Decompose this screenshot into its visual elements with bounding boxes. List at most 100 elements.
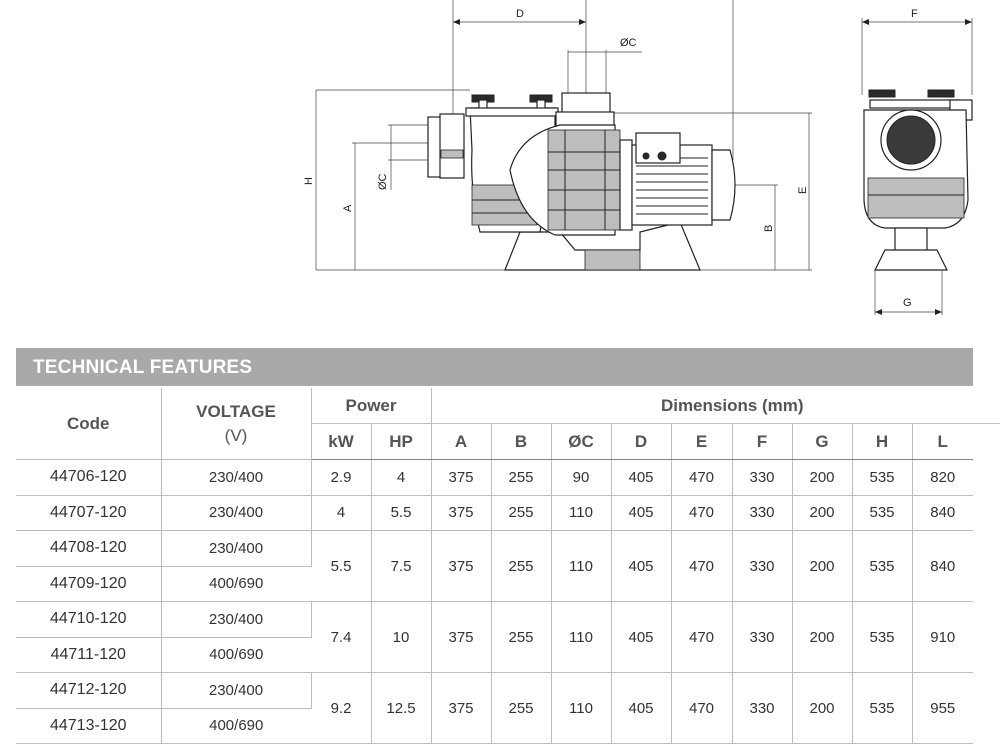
cell-dim-b: 255	[491, 459, 552, 496]
cell-voltage: 230/400	[161, 672, 312, 709]
cell-dim-a: 375	[431, 530, 492, 602]
table-row: 44710-120 230/400 7.4 10 375 255 110 405…	[16, 601, 1000, 673]
header-dim-c: ØC	[551, 423, 612, 460]
cell-dim-d: 405	[611, 495, 672, 531]
cell-dim-l: 820	[912, 459, 973, 496]
header-dim-a: A	[431, 423, 492, 460]
header-dim-l: L	[912, 423, 973, 460]
cell-dim-e: 470	[671, 601, 733, 673]
cell-hp: 10	[371, 601, 432, 673]
cell-dim-e: 470	[671, 459, 733, 496]
pump-front-view: F G	[861, 8, 973, 315]
cell-dim-c: 90	[551, 459, 612, 496]
header-dim-e: E	[671, 423, 733, 460]
header-dim-b: B	[491, 423, 552, 460]
cell-dim-e: 470	[671, 672, 733, 744]
cell-kw: 7.4	[311, 601, 372, 673]
cell-dim-h: 535	[852, 495, 913, 531]
cell-dim-g: 200	[792, 601, 853, 673]
dimension-c-top: ØC	[567, 37, 642, 95]
cell-kw: 9.2	[311, 672, 372, 744]
cell-kw: 2.9	[311, 459, 372, 496]
cell-voltage: 400/690	[161, 637, 311, 673]
header-hp: HP	[371, 423, 432, 460]
table-row: 44707-120 230/400 4 5.5 375 255 110 405 …	[16, 495, 1000, 531]
cell-dim-l: 910	[912, 601, 973, 673]
cell-voltage: 230/400	[161, 459, 312, 496]
cell-dim-a: 375	[431, 459, 492, 496]
cell-voltage: 400/690	[161, 708, 311, 744]
cell-dim-a: 375	[431, 601, 492, 673]
dim-label-f: F	[911, 8, 918, 20]
table-row: 44711-120 400/690	[16, 637, 1000, 673]
dim-label-b: B	[763, 225, 775, 232]
cell-dim-h: 535	[852, 530, 913, 602]
cell-dim-h: 535	[852, 672, 913, 744]
cell-dim-g: 200	[792, 459, 853, 496]
table-row: 44706-120 230/400 2.9 4 375 255 90 405 4…	[16, 459, 1000, 496]
cell-voltage: 400/690	[161, 566, 311, 602]
dim-label-e: E	[797, 187, 809, 194]
cell-dim-f: 330	[732, 495, 793, 531]
cell-hp: 5.5	[371, 495, 432, 531]
cell-dim-l: 840	[912, 530, 973, 602]
cell-dim-c: 110	[551, 530, 612, 602]
header-voltage: VOLTAGE (V)	[161, 388, 312, 460]
cell-code: 44708-120	[16, 530, 162, 567]
cell-voltage: 230/400	[161, 495, 312, 531]
cell-dim-h: 535	[852, 601, 913, 673]
cell-code: 44713-120	[16, 708, 162, 744]
cell-kw: 4	[311, 495, 372, 531]
cell-code: 44710-120	[16, 601, 162, 638]
cell-code: 44712-120	[16, 672, 162, 709]
cell-voltage: 230/400	[161, 601, 312, 638]
dimension-e: E	[600, 112, 812, 270]
cell-voltage: 230/400	[161, 530, 312, 567]
cell-dim-f: 330	[732, 672, 793, 744]
dimension-c-side: ØC	[377, 124, 430, 190]
cell-dim-b: 255	[491, 601, 552, 673]
header-power: Power	[311, 388, 432, 424]
table-row: 44712-120 230/400 9.2 12.5 375 255 110 4…	[16, 672, 1000, 744]
dim-label-d: D	[516, 8, 524, 20]
dim-label-g: G	[903, 297, 912, 309]
cell-dim-g: 200	[792, 672, 853, 744]
cell-dim-b: 255	[491, 495, 552, 531]
cell-code: 44706-120	[16, 459, 162, 496]
cell-dim-d: 405	[611, 672, 672, 744]
cell-dim-f: 330	[732, 601, 793, 673]
pump-side-view	[427, 92, 736, 271]
cell-dim-g: 200	[792, 495, 853, 531]
cell-dim-f: 330	[732, 459, 793, 496]
table-row: 44709-120 400/690	[16, 566, 1000, 602]
header-voltage-label: VOLTAGE	[196, 401, 276, 421]
dim-label-c-side: ØC	[377, 173, 389, 190]
cell-hp: 7.5	[371, 530, 432, 602]
dimension-b: B	[735, 184, 778, 270]
cell-dim-c: 110	[551, 672, 612, 744]
header-dim-h: H	[852, 423, 913, 460]
cell-dim-g: 200	[792, 530, 853, 602]
cell-code: 44709-120	[16, 566, 162, 602]
dim-label-h: H	[303, 177, 315, 185]
header-kw: kW	[311, 423, 372, 460]
header-dim-d: D	[611, 423, 672, 460]
table-row: 44708-120 230/400 5.5 7.5 375 255 110 40…	[16, 530, 1000, 602]
header-dim-f: F	[732, 423, 793, 460]
cell-dim-c: 110	[551, 601, 612, 673]
cell-dim-l: 955	[912, 672, 973, 744]
cell-dim-a: 375	[431, 672, 492, 744]
header-dimensions: Dimensions (mm)	[431, 388, 1000, 424]
table-row: 44713-120 400/690	[16, 708, 1000, 744]
dimension-h: H	[303, 89, 470, 270]
cell-code: 44707-120	[16, 495, 162, 531]
dimension-a: A	[342, 142, 430, 270]
cell-dim-e: 470	[671, 530, 733, 602]
dim-label-a: A	[342, 204, 354, 212]
cell-dim-l: 840	[912, 495, 973, 531]
cell-kw: 5.5	[311, 530, 372, 602]
cell-dim-d: 405	[611, 459, 672, 496]
dimension-d: D	[452, 0, 587, 120]
cell-dim-c: 110	[551, 495, 612, 531]
cell-dim-a: 375	[431, 495, 492, 531]
